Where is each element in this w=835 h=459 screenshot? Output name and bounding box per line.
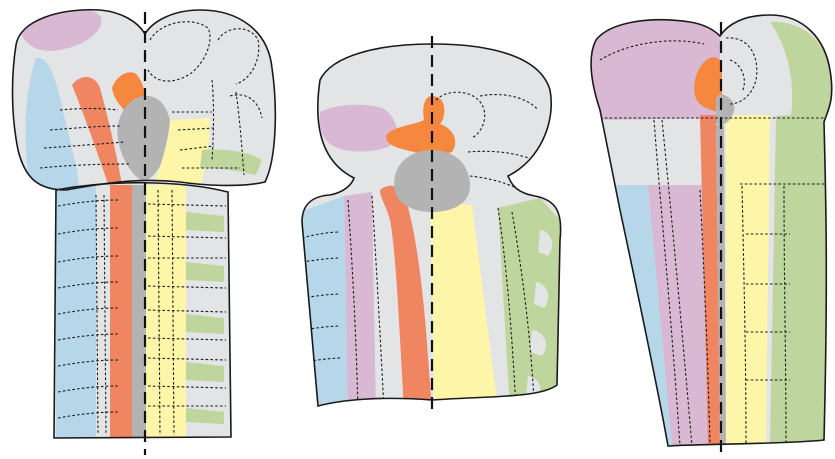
panel-3-lateral-view: [585, 10, 835, 458]
panel-1-trunk-orange-red-column: [110, 185, 132, 445]
panel-2-ventral-view: [295, 36, 570, 415]
panel-2-purple-head-region: [320, 105, 398, 152]
panel-2-blue-column: [300, 196, 348, 410]
panel-2-purple-column: [344, 192, 376, 410]
panel-3-body: [585, 10, 835, 450]
panel-3-yellow-column: [726, 115, 770, 446]
panel-1-trunk-yellow-column: [146, 185, 186, 445]
panel-1-dorsal-view: [0, 0, 300, 455]
panel-1-trunk: [40, 175, 240, 445]
panel-1-trunk-blue-column: [56, 185, 96, 445]
panel-3-green-column: [770, 112, 830, 446]
